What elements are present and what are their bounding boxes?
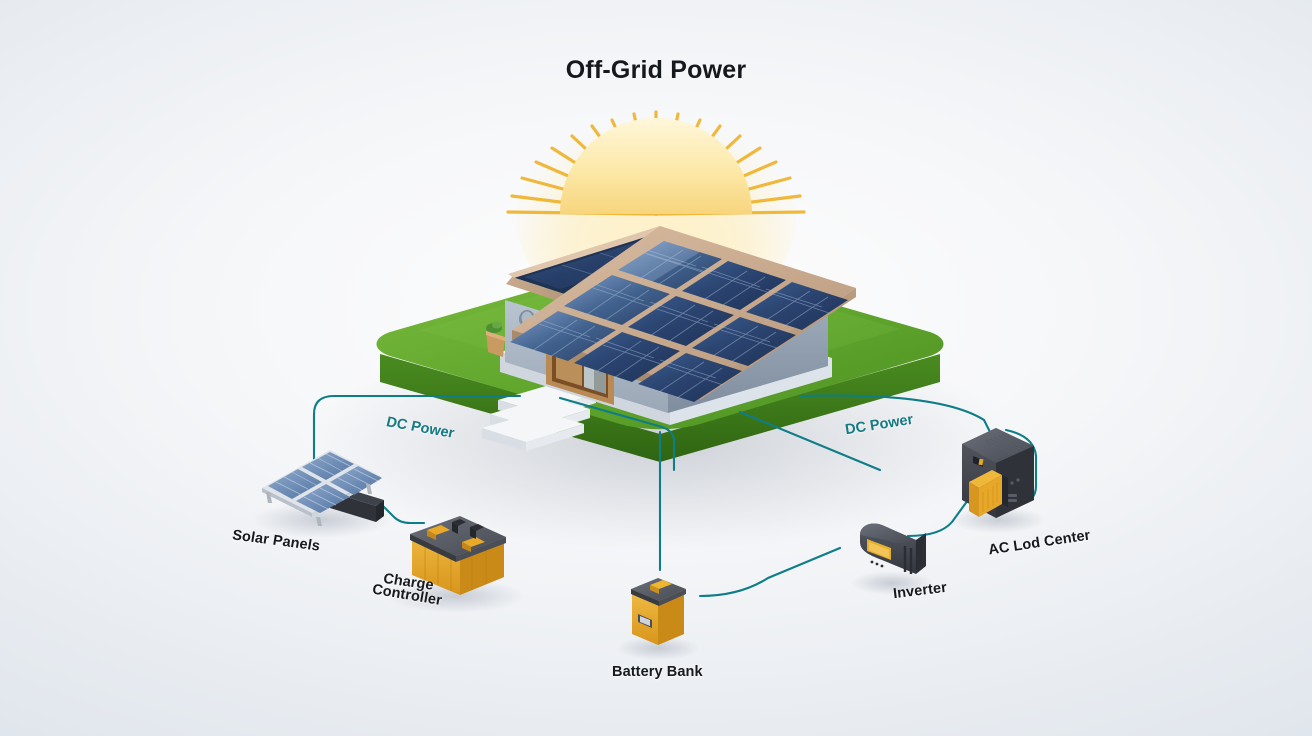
line-house-to-battery (558, 396, 676, 472)
charge-controller (385, 516, 525, 613)
solar-panel-array (252, 450, 392, 538)
line-solar-to-house (312, 394, 522, 462)
page-title: Off-Grid Power (565, 56, 747, 84)
rooftop-solar-array (510, 241, 848, 402)
line-battery-to-inverter (698, 546, 842, 598)
inverter (850, 523, 934, 595)
line-house-to-inverter (738, 410, 882, 472)
house (486, 226, 856, 425)
label-battery-bank: Battery Bank (612, 664, 703, 680)
planter-pot (486, 321, 505, 357)
battery-bank (616, 578, 700, 660)
line-house-to-acload (798, 394, 992, 434)
ac-load-center (950, 428, 1046, 533)
